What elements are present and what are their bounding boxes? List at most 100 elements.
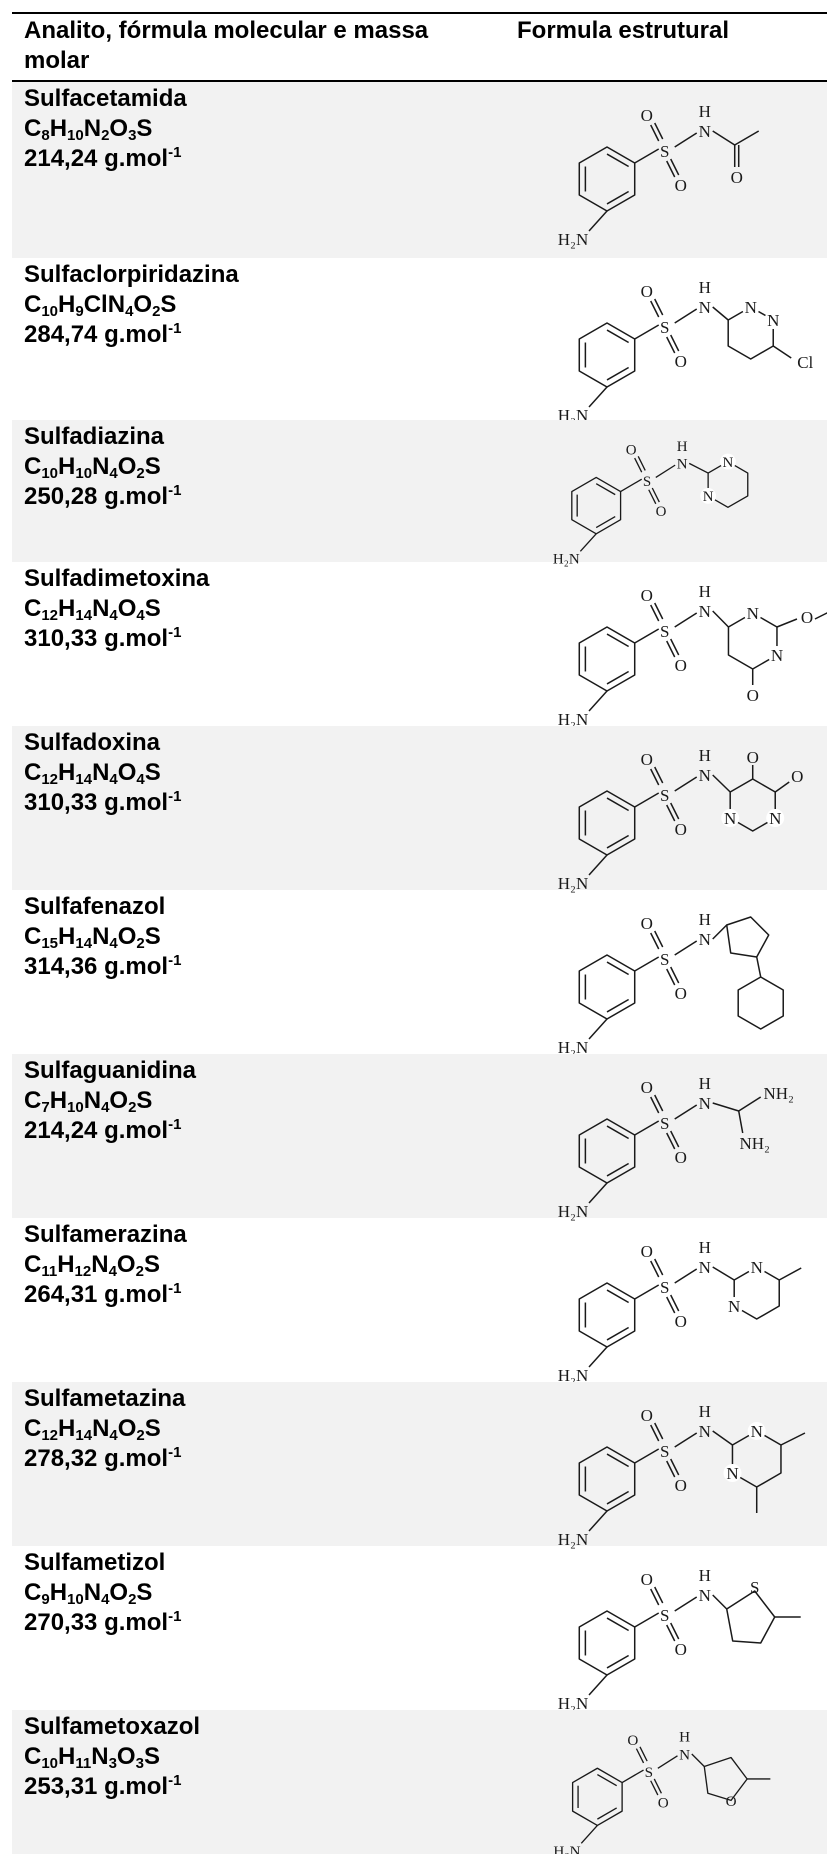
formula-element: C xyxy=(24,595,42,622)
ring-nitrogen-label: N xyxy=(728,1297,740,1316)
formula-count: 2 xyxy=(136,935,145,952)
molar-mass-value: 253,31 g.mol xyxy=(24,1773,169,1800)
molar-mass: 264,31 g.mol-1 xyxy=(24,1280,187,1310)
oxygen-label: O xyxy=(641,586,653,605)
molar-mass-exponent: -1 xyxy=(168,1608,182,1625)
formula-count: 2 xyxy=(152,303,161,320)
bond xyxy=(597,1807,618,1820)
molar-mass: 278,32 g.mol-1 xyxy=(24,1444,185,1474)
bond xyxy=(650,768,660,786)
formula-count: 10 xyxy=(67,127,84,144)
bond xyxy=(588,1018,608,1040)
formula-element: O xyxy=(117,759,137,786)
formula-count: 4 xyxy=(125,303,134,320)
molecular-formula: C10H11N3O3S xyxy=(24,1742,200,1772)
bond xyxy=(666,968,676,986)
amino-label: NH₂ xyxy=(763,1084,793,1103)
sulfur-label: S xyxy=(660,1114,669,1133)
amine-label: H₂N xyxy=(558,230,588,249)
formula-count: 4 xyxy=(108,1263,117,1280)
bond xyxy=(650,124,660,142)
bond xyxy=(606,961,629,976)
formula-count: 11 xyxy=(41,1263,58,1280)
bond xyxy=(651,487,660,503)
atom-mask xyxy=(747,1422,766,1440)
oxygen-label: O xyxy=(658,1795,669,1812)
analyte-name: Sulfametoxazol xyxy=(24,1713,201,1740)
oxygen-label: O xyxy=(791,767,803,786)
table-header: Analito, fórmula molecular e massa molar… xyxy=(12,14,827,80)
atom-mask xyxy=(764,311,783,329)
formula-element: N xyxy=(92,759,110,786)
formula-element: O xyxy=(117,595,137,622)
atom-mask xyxy=(747,1258,766,1276)
bond xyxy=(606,329,629,344)
bond xyxy=(588,1674,608,1696)
formula-element: O xyxy=(109,1087,129,1114)
formula-count: 12 xyxy=(41,771,59,788)
bond xyxy=(648,489,657,505)
molar-mass-exponent: -1 xyxy=(168,482,182,499)
formula-count: 4 xyxy=(109,935,118,952)
formula-count: 4 xyxy=(109,607,118,624)
bond xyxy=(670,1458,680,1476)
formula-count: 2 xyxy=(128,1099,137,1116)
formula-count: 4 xyxy=(109,1427,118,1444)
oxygen-label: O xyxy=(801,608,813,627)
bond xyxy=(634,324,660,340)
ring-nitrogen-label: N xyxy=(745,298,757,317)
formula-element: C xyxy=(24,1087,42,1114)
molar-mass-exponent: -1 xyxy=(168,320,182,337)
oxygen-label: O xyxy=(641,1078,653,1097)
formula-element: S xyxy=(160,291,177,318)
formula-element: O xyxy=(116,1251,136,1278)
ring-nitrogen-label: N xyxy=(726,1464,738,1483)
bond xyxy=(580,1824,598,1844)
formula-element: N xyxy=(91,1251,109,1278)
bond xyxy=(666,804,676,822)
formula-element: C xyxy=(24,1579,42,1606)
ring-nitrogen-label: N xyxy=(769,809,781,828)
bond xyxy=(666,1296,676,1314)
formula-count: 2 xyxy=(128,1591,137,1608)
bond xyxy=(670,638,680,656)
formula-count: 4 xyxy=(101,1099,110,1116)
bond xyxy=(650,1260,660,1278)
sulfur-label: S xyxy=(660,622,669,641)
amine-label: H₂N xyxy=(558,1202,588,1221)
benzene-ring xyxy=(578,626,636,692)
formula-element: S xyxy=(143,1251,160,1278)
formula-element: O xyxy=(109,115,129,142)
bond xyxy=(666,160,676,178)
bond xyxy=(606,190,629,205)
bond xyxy=(654,602,664,620)
bond xyxy=(670,966,680,984)
atom-mask xyxy=(700,488,717,504)
ring-nitrogen-label: N xyxy=(703,489,714,505)
formula-count: 10 xyxy=(41,1755,59,1772)
formula-element: C xyxy=(24,453,42,480)
bond xyxy=(712,306,729,321)
bond xyxy=(634,628,660,644)
benzene-ring xyxy=(578,1610,636,1676)
hydrogen-label: H xyxy=(699,1402,711,1421)
amine-label: H₂N xyxy=(558,1530,588,1549)
oxygen-label: O xyxy=(627,1732,638,1749)
formula-element: H xyxy=(58,1415,76,1442)
bond xyxy=(620,478,643,493)
bond xyxy=(778,1267,802,1281)
bond xyxy=(650,300,660,318)
molecular-formula: C12H14N4O4S xyxy=(24,594,209,624)
oxygen-label: O xyxy=(747,686,759,705)
amine-label: H₂N xyxy=(558,1366,588,1385)
sulfur-label: S xyxy=(645,1764,653,1781)
formula-count: 3 xyxy=(128,127,137,144)
molar-mass: 270,33 g.mol-1 xyxy=(24,1608,181,1638)
bond xyxy=(688,462,709,474)
amine-label: H₂N xyxy=(553,1843,580,1854)
